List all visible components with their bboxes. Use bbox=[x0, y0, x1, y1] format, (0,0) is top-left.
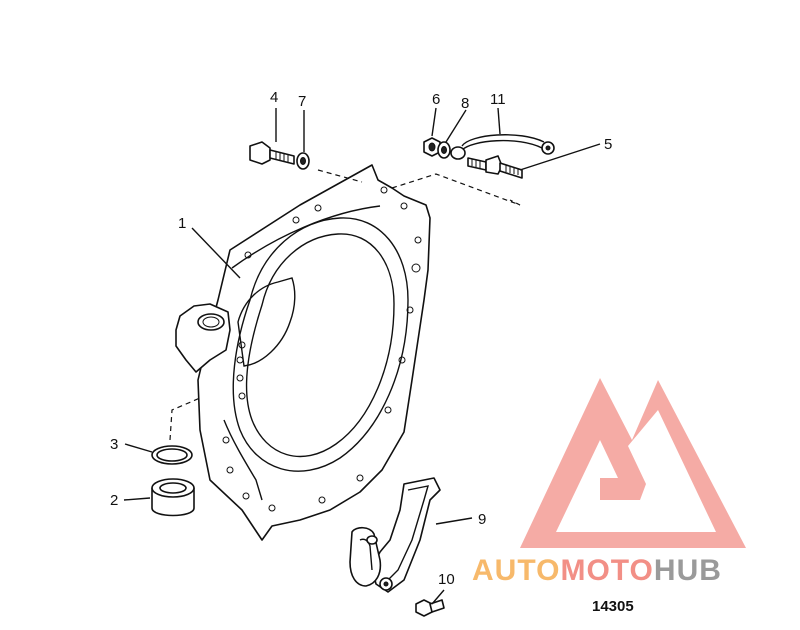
callout-5: 5 bbox=[604, 136, 612, 153]
figure-number: 14305 bbox=[592, 598, 634, 615]
stud-part-5 bbox=[467, 155, 523, 179]
callout-6: 6 bbox=[432, 91, 440, 108]
bolt-part-4 bbox=[249, 141, 295, 165]
callout-1: 1 bbox=[178, 215, 186, 232]
screw-part-10 bbox=[415, 599, 445, 617]
callout-2: 2 bbox=[110, 492, 118, 509]
callout-labels: 1 2 3 4 5 6 7 8 9 10 11 bbox=[110, 89, 612, 588]
watermark-triangle-icon bbox=[520, 378, 746, 548]
callout-11: 11 bbox=[490, 91, 506, 108]
callout-8: 8 bbox=[461, 95, 469, 112]
watermark-word-moto: MOTO bbox=[560, 554, 653, 587]
flange-bolt-holes bbox=[222, 186, 422, 512]
bushing-part-2 bbox=[151, 478, 195, 517]
oring-part-3 bbox=[151, 445, 193, 465]
assembly-guide-lines bbox=[169, 169, 521, 441]
watermark-wordmark: AUTOMOTOHUB bbox=[472, 554, 722, 587]
leader-lines bbox=[123, 107, 601, 605]
watermark-word-hub: HUB bbox=[654, 554, 722, 587]
washer-part-7 bbox=[296, 152, 310, 170]
washer-part-8 bbox=[437, 141, 451, 159]
callout-3: 3 bbox=[110, 436, 118, 453]
svg-text:AUTOMOTOHUB: AUTOMOTOHUB bbox=[472, 554, 722, 587]
ground-strap-part-11 bbox=[450, 134, 555, 160]
callout-9: 9 bbox=[478, 511, 486, 528]
watermark-word-auto: AUTO bbox=[472, 554, 560, 587]
callout-4: 4 bbox=[270, 89, 278, 106]
watermark-logo bbox=[520, 378, 746, 548]
callout-10: 10 bbox=[438, 571, 455, 588]
callout-7: 7 bbox=[298, 93, 306, 110]
flywheel-housing bbox=[175, 164, 431, 541]
bracket-part-9 bbox=[349, 477, 441, 593]
